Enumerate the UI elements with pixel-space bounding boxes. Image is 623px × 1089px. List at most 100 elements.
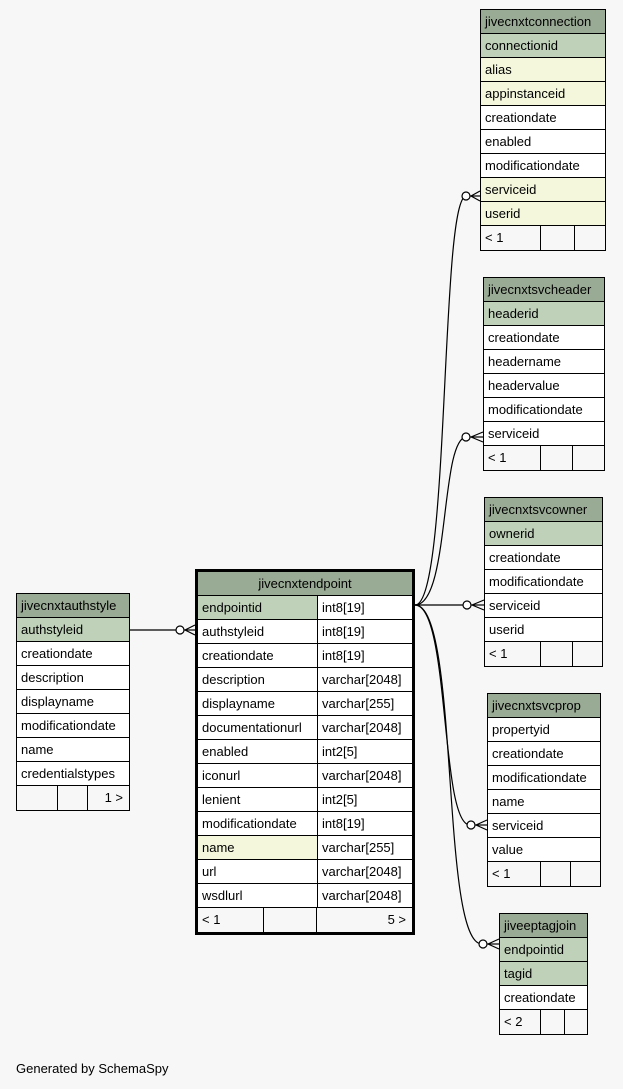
column-type: int8[19]: [318, 812, 412, 835]
column-name: creationdate: [17, 642, 129, 665]
column-name: documentationurl: [198, 716, 318, 739]
table-row: description: [17, 666, 129, 690]
table-name: jivecnxtsvcheader: [484, 278, 604, 302]
column-name: userid: [485, 618, 602, 641]
footer-spacer: [541, 446, 573, 470]
column-name: url: [198, 860, 318, 883]
column-name: displayname: [198, 692, 318, 715]
crowfoot-svcprop: [466, 819, 488, 831]
table-row: creationdate: [481, 106, 605, 130]
table-footer: 1 >: [17, 786, 129, 810]
column-name: lenient: [198, 788, 318, 811]
rel-endpoint-connection: [414, 195, 467, 606]
column-name: serviceid: [485, 594, 602, 617]
column-name: connectionid: [481, 34, 605, 57]
column-type: int8[19]: [318, 596, 412, 619]
crowfoot-svcheader: [461, 431, 484, 443]
table-row: creationdate: [485, 546, 602, 570]
table-name: jiveeptagjoin: [500, 914, 587, 938]
column-name: credentialstypes: [17, 762, 129, 785]
column-type: int8[19]: [318, 644, 412, 667]
footer-children-count: < 2: [500, 1010, 541, 1034]
column-name: headername: [484, 350, 604, 373]
column-name: headervalue: [484, 374, 604, 397]
footer-parents-count: [573, 642, 602, 666]
column-name: modificationdate: [488, 766, 600, 789]
table-name: jivecnxtendpoint: [198, 572, 412, 596]
column-name: endpointid: [500, 938, 587, 961]
table-footer: < 2: [500, 1010, 587, 1034]
column-name: value: [488, 838, 600, 861]
column-name: creationdate: [500, 986, 587, 1009]
table-row: modificationdate: [484, 398, 604, 422]
table-row: creationdate: [488, 742, 600, 766]
column-name: alias: [481, 58, 605, 81]
table-name: jivecnxtsvcowner: [485, 498, 602, 522]
rel-endpoint-svcprop: [414, 604, 471, 826]
table-row: headerid: [484, 302, 604, 326]
footer-parents-count: 1 >: [104, 790, 123, 805]
table-row: credentialstypes: [17, 762, 129, 786]
footer-children-count: < 1: [198, 908, 264, 932]
crowfoot-tagjoin: [478, 938, 500, 950]
crowfoot-connection: [461, 190, 481, 202]
table-row: modificationdate: [485, 570, 602, 594]
column-type: varchar[2048]: [318, 884, 412, 907]
table-row: authstyleid: [17, 618, 129, 642]
table-row: value: [488, 838, 600, 862]
column-name: authstyleid: [198, 620, 318, 643]
column-name: wsdlurl: [198, 884, 318, 907]
footer-parents-count: 5 >: [387, 912, 406, 927]
column-name: enabled: [198, 740, 318, 763]
crowfoot-svcowner: [462, 599, 485, 611]
column-type: varchar[2048]: [318, 716, 412, 739]
footer-children-count: < 1: [481, 226, 541, 250]
footer-spacer: [541, 1010, 565, 1034]
column-name: modificationdate: [485, 570, 602, 593]
column-name: modificationdate: [484, 398, 604, 421]
column-type: varchar[255]: [318, 692, 412, 715]
column-name: name: [17, 738, 129, 761]
column-name: appinstanceid: [481, 82, 605, 105]
footer-children-count: < 1: [488, 862, 541, 886]
table-footer: < 1: [488, 862, 600, 886]
table-row: serviceid: [485, 594, 602, 618]
table-row: serviceid: [481, 178, 605, 202]
rel-endpoint-svcheader: [414, 436, 467, 606]
column-name: propertyid: [488, 718, 600, 741]
column-type: varchar[2048]: [318, 668, 412, 691]
footer-parents-count: [573, 446, 604, 470]
column-name: creationdate: [488, 742, 600, 765]
column-name: serviceid: [484, 422, 604, 445]
column-type: varchar[2048]: [318, 764, 412, 787]
table-row: displayname: [17, 690, 129, 714]
column-name: name: [198, 836, 318, 859]
footer-spacer: [541, 642, 573, 666]
column-name: creationdate: [481, 106, 605, 129]
footer-spacer: [58, 786, 88, 810]
column-name: modificationdate: [17, 714, 129, 737]
footer-parents-count: [575, 226, 605, 250]
table-row: connectionid: [481, 34, 605, 58]
table-row: creationdate: [484, 326, 604, 350]
column-name: headerid: [484, 302, 604, 325]
table-row: endpointid: [500, 938, 587, 962]
column-name: creationdate: [485, 546, 602, 569]
table-row: appinstanceid: [481, 82, 605, 106]
table-footer: < 1: [481, 226, 605, 250]
table-row: alias: [481, 58, 605, 82]
